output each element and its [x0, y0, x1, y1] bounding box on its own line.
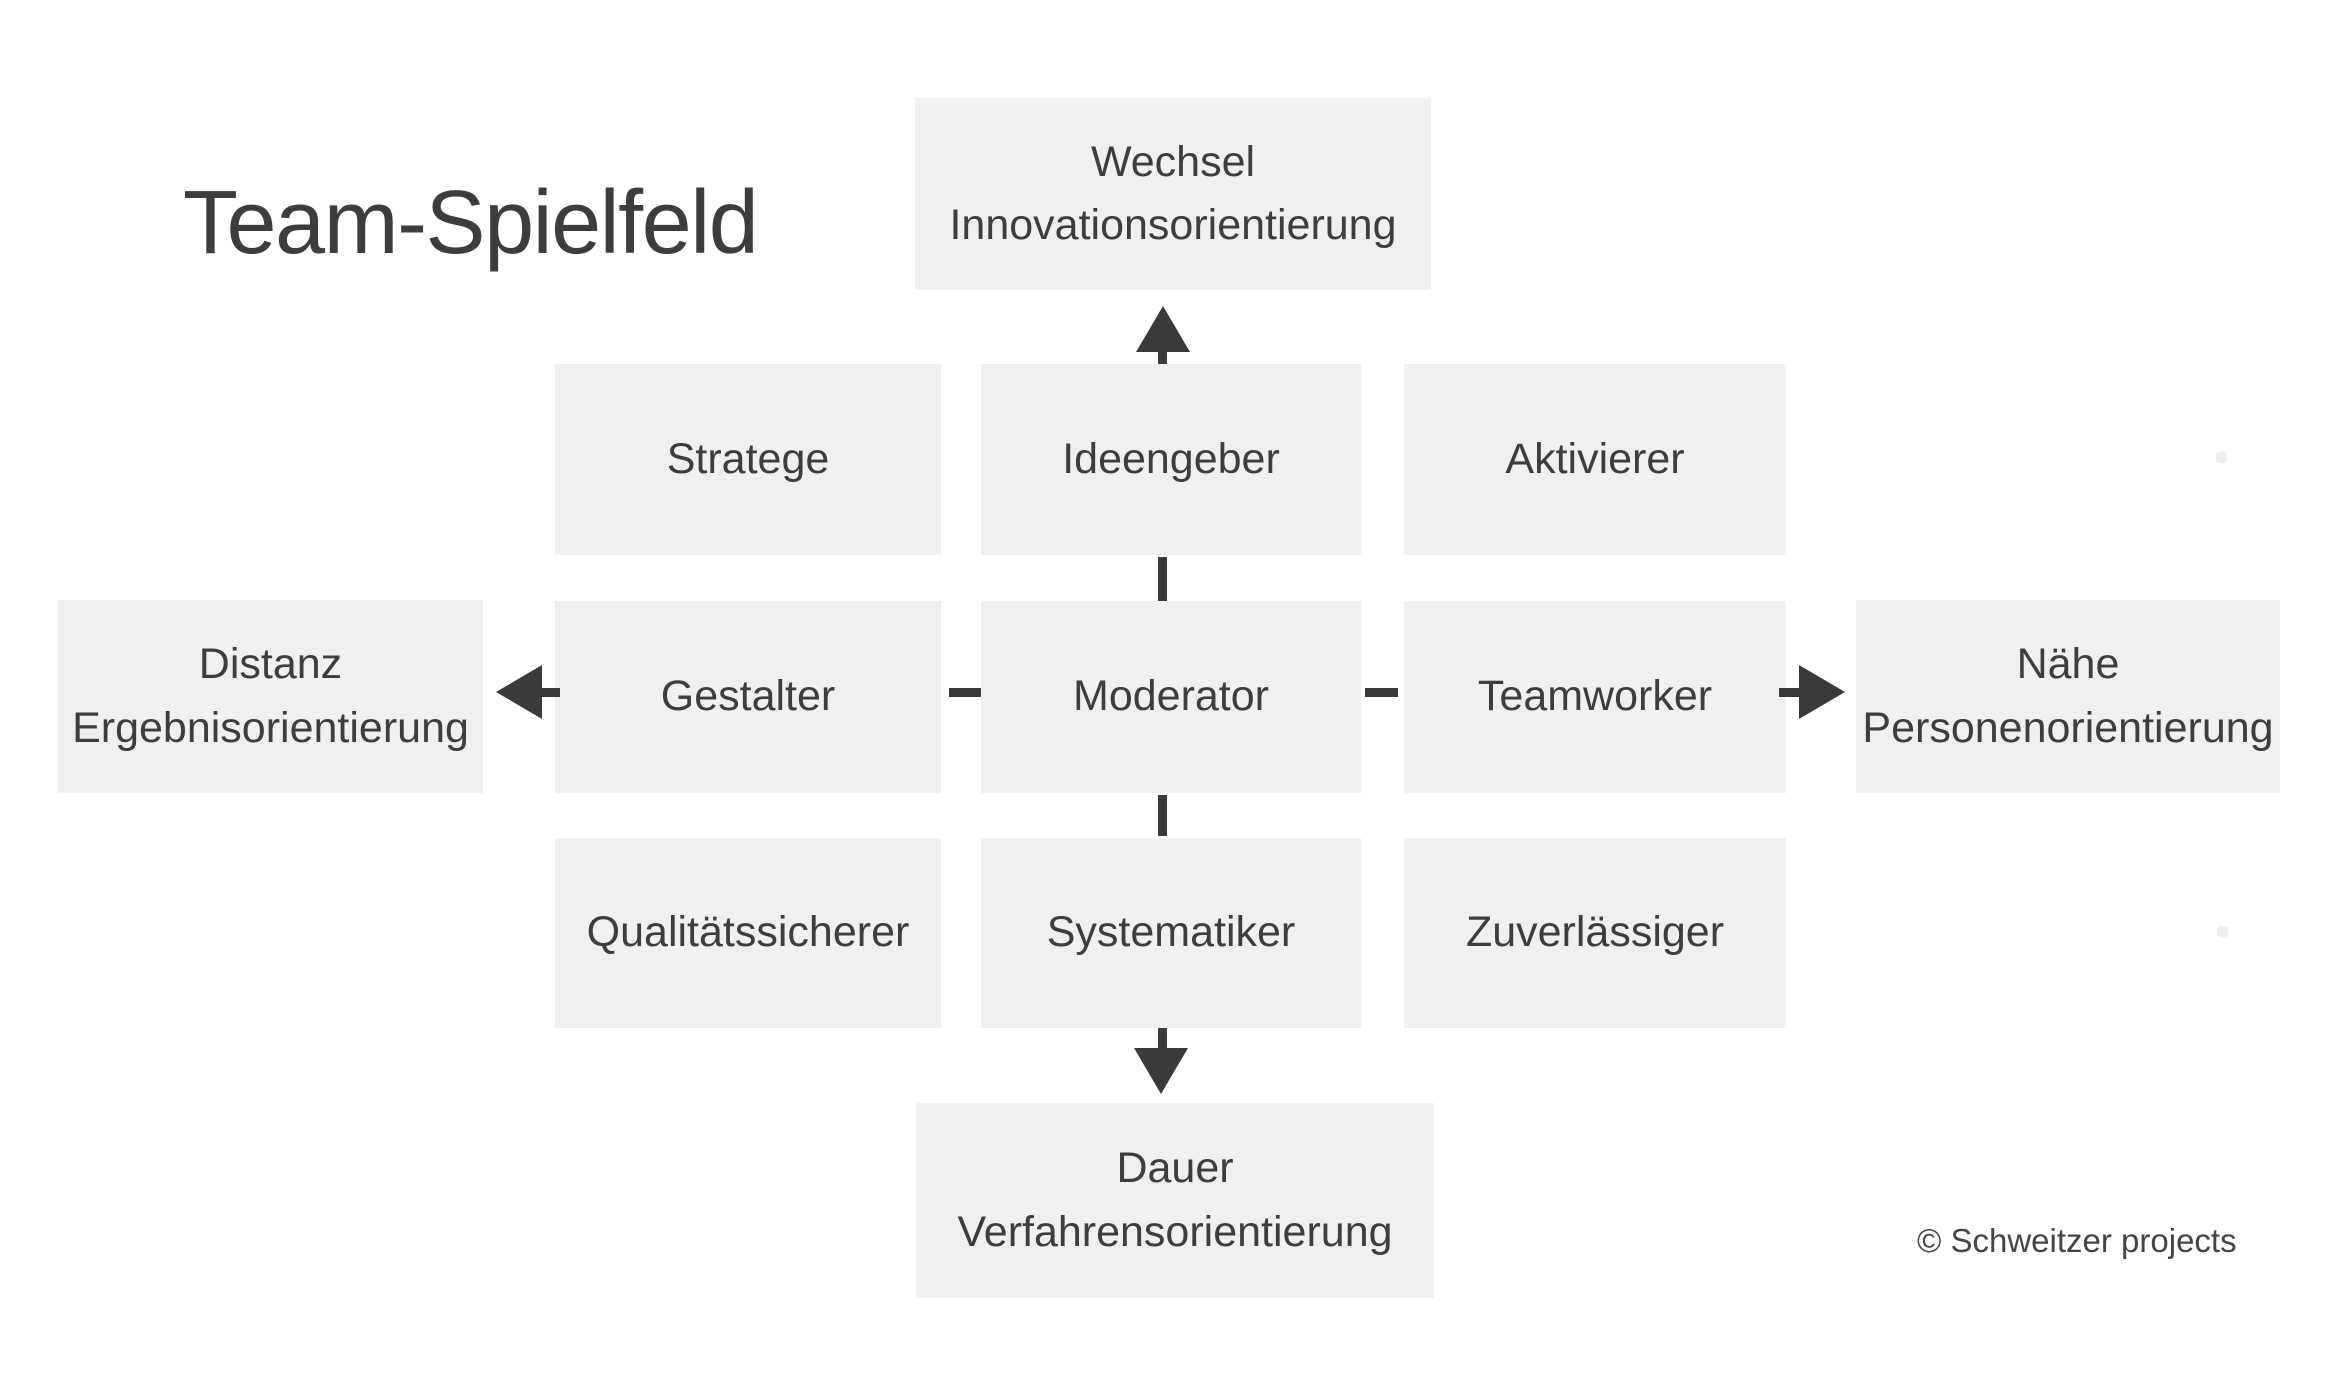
axis-box-bottom: Dauer Verfahrensorientierung [916, 1103, 1434, 1298]
axis-left-line2: Ergebnisorientierung [72, 703, 469, 752]
left-arrow-stem [540, 688, 560, 697]
role-box-stratege: Stratege [555, 364, 941, 555]
axis-right-line2: Personenorientierung [1862, 703, 2274, 752]
down-arrow-stem [1158, 1028, 1167, 1050]
axis-right-line1: Nähe [2016, 640, 2120, 689]
role-box-qualitaetssicherer: Qualitätssicherer [555, 838, 941, 1028]
axis-left-label: Distanz Ergebnisorientierung [72, 633, 469, 759]
role-box-teamworker: Teamworker [1404, 601, 1786, 793]
axis-right-label: Nähe Personenorientierung [1862, 633, 2273, 759]
role-box-aktivierer: Aktivierer [1404, 364, 1786, 555]
connector-gestalter-moderator [949, 688, 981, 697]
axis-top-line1: Wechsel [1090, 137, 1256, 186]
role-box-systematiker: Systematiker [981, 838, 1361, 1028]
axis-bottom-label: Dauer Verfahrensorientierung [957, 1137, 1392, 1263]
role-box-gestalter: Gestalter [555, 601, 941, 793]
right-arrow-icon [1799, 665, 1845, 719]
down-arrow-icon [1134, 1048, 1188, 1094]
role-box-moderator: Moderator [981, 601, 1361, 793]
axis-top-label: Wechsel Innovationsorientierung [949, 131, 1396, 257]
artifact-dot [2216, 452, 2227, 463]
connector-moderator-teamworker [1365, 688, 1398, 697]
axis-left-line1: Distanz [198, 640, 343, 689]
up-arrow-stem [1158, 350, 1167, 364]
artifact-dot [2217, 926, 2228, 937]
right-arrow-stem [1779, 688, 1799, 697]
axis-top-line2: Innovationsorientierung [949, 201, 1397, 249]
page-title: Team-Spielfeld [183, 173, 759, 273]
connector-ideengeber-moderator [1158, 557, 1167, 601]
axis-box-left: Distanz Ergebnisorientierung [58, 600, 483, 793]
axis-box-right: Nähe Personenorientierung [1856, 600, 2280, 793]
up-arrow-icon [1136, 306, 1190, 352]
axis-box-top: Wechsel Innovationsorientierung [915, 98, 1431, 290]
role-box-ideengeber: Ideengeber [981, 364, 1361, 555]
left-arrow-icon [496, 665, 542, 719]
axis-bottom-line1: Dauer [1116, 1144, 1234, 1193]
axis-bottom-line2: Verfahrensorientierung [957, 1207, 1393, 1256]
copyright-credit: © Schweitzer projects [1917, 1222, 2237, 1259]
role-box-zuverlaessiger: Zuverlässiger [1404, 838, 1786, 1028]
connector-moderator-systematiker [1158, 795, 1167, 836]
